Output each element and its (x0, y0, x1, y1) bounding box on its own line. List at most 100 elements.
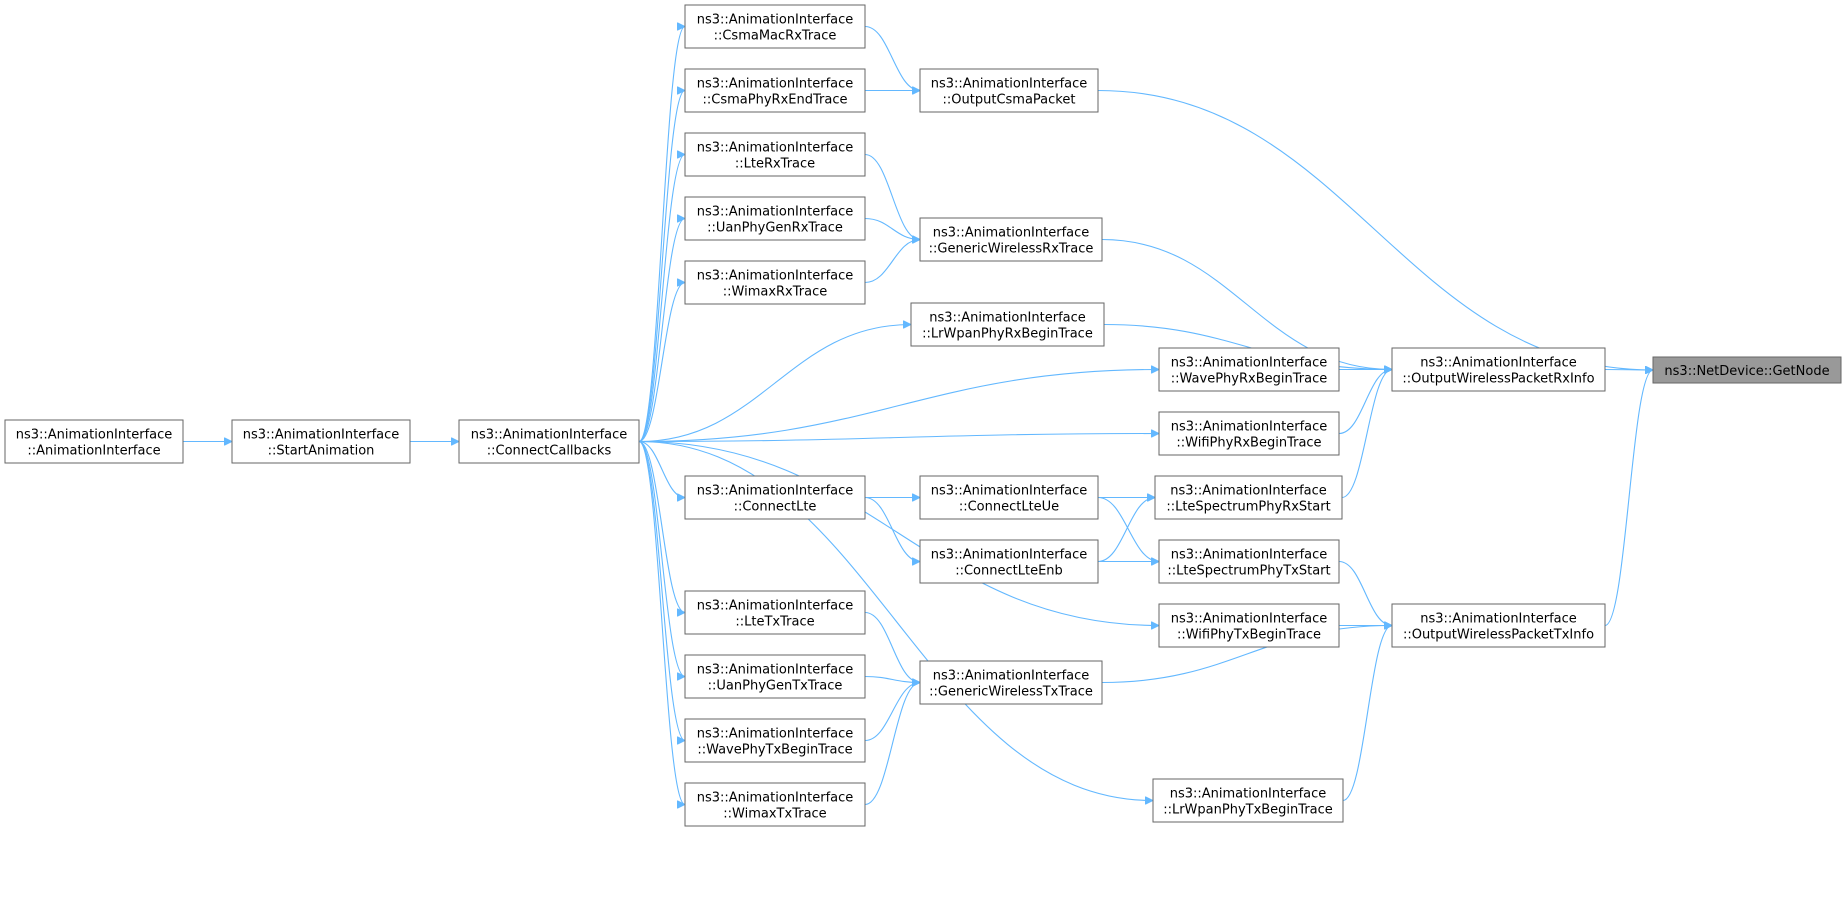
node-box-txinfo[interactable] (1391, 603, 1606, 648)
node-connectlteenb[interactable]: ns3::AnimationInterface::ConnectLteEnb (919, 539, 1099, 584)
node-box-animiface[interactable] (4, 419, 184, 464)
node-uantx[interactable]: ns3::AnimationInterface::UanPhyGenTxTrac… (684, 654, 866, 699)
node-label-wimaxtx-1: ::WimaxTxTrace (723, 807, 826, 822)
node-label-connectlteenb-1: ::ConnectLteEnb (955, 564, 1063, 579)
node-box-wifirx[interactable] (1158, 411, 1340, 456)
node-uanrx[interactable]: ns3::AnimationInterface::UanPhyGenRxTrac… (684, 196, 866, 241)
node-box-genrx[interactable] (919, 217, 1103, 262)
edge-lrwpantx-to-txinfo (1342, 626, 1393, 802)
node-genrx[interactable]: ns3::AnimationInterface::GenericWireless… (919, 217, 1103, 262)
node-label-csmapkt-1: ::OutputCsmaPacket (943, 93, 1076, 108)
node-box-ltetx[interactable] (684, 590, 866, 635)
node-label-csmapkt-0: ns3::AnimationInterface (931, 77, 1088, 92)
edge-connectcb-to-wifitx (638, 440, 1159, 626)
node-label-animiface-1: ::AnimationInterface (27, 444, 160, 459)
node-label-lterx-0: ns3::AnimationInterface (697, 141, 854, 156)
node-label-csmamacrx-1: ::CsmaMacRxTrace (714, 29, 837, 44)
node-label-wifirx-0: ns3::AnimationInterface (1171, 420, 1328, 435)
node-waverx[interactable]: ns3::AnimationInterface::WavePhyRxBeginT… (1158, 347, 1340, 392)
node-lterx[interactable]: ns3::AnimationInterface::LteRxTrace (684, 132, 866, 177)
node-lrwpantx[interactable]: ns3::AnimationInterface::LrWpanPhyTxBegi… (1152, 778, 1344, 823)
node-label-ltespecrx-1: ::LteSpectrumPhyRxStart (1166, 500, 1330, 515)
node-ltetx[interactable]: ns3::AnimationInterface::LteTxTrace (684, 590, 866, 635)
node-csmaphyrx[interactable]: ns3::AnimationInterface::CsmaPhyRxEndTra… (684, 68, 866, 113)
node-connectlte[interactable]: ns3::AnimationInterface::ConnectLte (684, 475, 866, 520)
node-label-csmaphyrx-0: ns3::AnimationInterface (697, 77, 854, 92)
edge-wimaxrx-to-genrx (864, 240, 921, 284)
node-wimaxtx[interactable]: ns3::AnimationInterface::WimaxTxTrace (684, 782, 866, 827)
node-label-uanrx-1: ::UanPhyGenRxTrace (707, 221, 843, 236)
node-ltespecrx[interactable]: ns3::AnimationInterface::LteSpectrumPhyR… (1154, 475, 1343, 520)
node-lrwpanrx[interactable]: ns3::AnimationInterface::LrWpanPhyRxBegi… (910, 302, 1105, 347)
node-box-csmapkt[interactable] (919, 68, 1099, 113)
node-label-csmaphyrx-1: ::CsmaPhyRxEndTrace (703, 93, 848, 108)
node-label-ltespecrx-0: ns3::AnimationInterface (1170, 484, 1327, 499)
node-box-uanrx[interactable] (684, 196, 866, 241)
edge-connectcb-to-lterx (638, 155, 686, 443)
node-getnode[interactable]: ns3::NetDevice::GetNode (1652, 356, 1842, 384)
node-csmapkt[interactable]: ns3::AnimationInterface::OutputCsmaPacke… (919, 68, 1099, 113)
node-box-connectlteue[interactable] (919, 475, 1099, 520)
node-startanim[interactable]: ns3::AnimationInterface::StartAnimation (231, 419, 411, 464)
node-label-animiface-0: ns3::AnimationInterface (16, 428, 173, 443)
node-ltespectx[interactable]: ns3::AnimationInterface::LteSpectrumPhyT… (1158, 539, 1340, 584)
node-box-rxinfo[interactable] (1391, 347, 1606, 392)
node-label-startanim-0: ns3::AnimationInterface (243, 428, 400, 443)
node-box-wavetx[interactable] (684, 718, 866, 763)
node-box-ltespecrx[interactable] (1154, 475, 1343, 520)
node-animiface[interactable]: ns3::AnimationInterface::AnimationInterf… (4, 419, 184, 464)
node-gentx[interactable]: ns3::AnimationInterface::GenericWireless… (919, 660, 1103, 705)
node-box-wifitx[interactable] (1158, 603, 1340, 648)
node-connectlteue[interactable]: ns3::AnimationInterface::ConnectLteUe (919, 475, 1099, 520)
node-box-lrwpantx[interactable] (1152, 778, 1344, 823)
node-label-lrwpantx-1: ::LrWpanPhyTxBeginTrace (1163, 803, 1333, 818)
node-wavetx[interactable]: ns3::AnimationInterface::WavePhyTxBeginT… (684, 718, 866, 763)
node-box-connectlteenb[interactable] (919, 539, 1099, 584)
node-box-lterx[interactable] (684, 132, 866, 177)
node-connectcb[interactable]: ns3::AnimationInterface::ConnectCallback… (458, 419, 640, 464)
node-wimaxrx[interactable]: ns3::AnimationInterface::WimaxRxTrace (684, 260, 866, 305)
node-label-wimaxrx-1: ::WimaxRxTrace (723, 285, 827, 300)
node-box-connectcb[interactable] (458, 419, 640, 464)
node-label-getnode-0: ns3::NetDevice::GetNode (1664, 364, 1829, 379)
node-box-wimaxrx[interactable] (684, 260, 866, 305)
node-label-uantx-1: ::UanPhyGenTxTrace (708, 679, 843, 694)
node-label-connectlteenb-0: ns3::AnimationInterface (931, 548, 1088, 563)
edge-genrx-to-rxinfo (1101, 238, 1392, 370)
node-label-gentx-0: ns3::AnimationInterface (933, 669, 1090, 684)
node-label-genrx-1: ::GenericWirelessRxTrace (929, 242, 1094, 257)
node-label-ltetx-1: ::LteTxTrace (735, 615, 814, 630)
node-box-connectlte[interactable] (684, 475, 866, 520)
node-box-waverx[interactable] (1158, 347, 1340, 392)
node-label-rxinfo-0: ns3::AnimationInterface (1420, 356, 1577, 371)
node-box-wimaxtx[interactable] (684, 782, 866, 827)
node-wifitx[interactable]: ns3::AnimationInterface::WifiPhyTxBeginT… (1158, 603, 1340, 648)
node-wifirx[interactable]: ns3::AnimationInterface::WifiPhyRxBeginT… (1158, 411, 1340, 456)
node-label-gentx-1: ::GenericWirelessTxTrace (929, 685, 1093, 700)
node-txinfo[interactable]: ns3::AnimationInterface::OutputWirelessP… (1391, 603, 1606, 648)
edge-connectcb-to-csmamacrx (638, 27, 686, 443)
node-box-lrwpanrx[interactable] (910, 302, 1105, 347)
node-label-connectlteue-0: ns3::AnimationInterface (931, 484, 1088, 499)
edge-wifirx-to-rxinfo (1338, 370, 1393, 435)
node-rxinfo[interactable]: ns3::AnimationInterface::OutputWirelessP… (1391, 347, 1606, 392)
node-box-csmamacrx[interactable] (684, 4, 866, 49)
node-label-wimaxrx-0: ns3::AnimationInterface (697, 269, 854, 284)
node-csmamacrx[interactable]: ns3::AnimationInterface::CsmaMacRxTrace (684, 4, 866, 49)
node-box-csmaphyrx[interactable] (684, 68, 866, 113)
edge-connectcb-to-wimaxtx (638, 440, 686, 805)
edge-txinfo-to-getnode (1604, 370, 1654, 627)
node-box-ltespectx[interactable] (1158, 539, 1340, 584)
node-label-wimaxtx-0: ns3::AnimationInterface (697, 791, 854, 806)
edge-csmapkt-to-getnode (1097, 89, 1653, 371)
node-box-startanim[interactable] (231, 419, 411, 464)
node-box-gentx[interactable] (919, 660, 1103, 705)
node-box-getnode[interactable] (1652, 356, 1842, 384)
node-box-uantx[interactable] (684, 654, 866, 699)
edge-connectcb-to-uanrx (638, 219, 686, 443)
edge-connectcb-to-wavetx (638, 440, 686, 741)
node-label-connectlteue-1: ::ConnectLteUe (959, 500, 1059, 515)
node-label-connectlte-0: ns3::AnimationInterface (697, 484, 854, 499)
node-label-uantx-0: ns3::AnimationInterface (697, 663, 854, 678)
node-label-connectcb-1: ::ConnectCallbacks (487, 444, 612, 459)
